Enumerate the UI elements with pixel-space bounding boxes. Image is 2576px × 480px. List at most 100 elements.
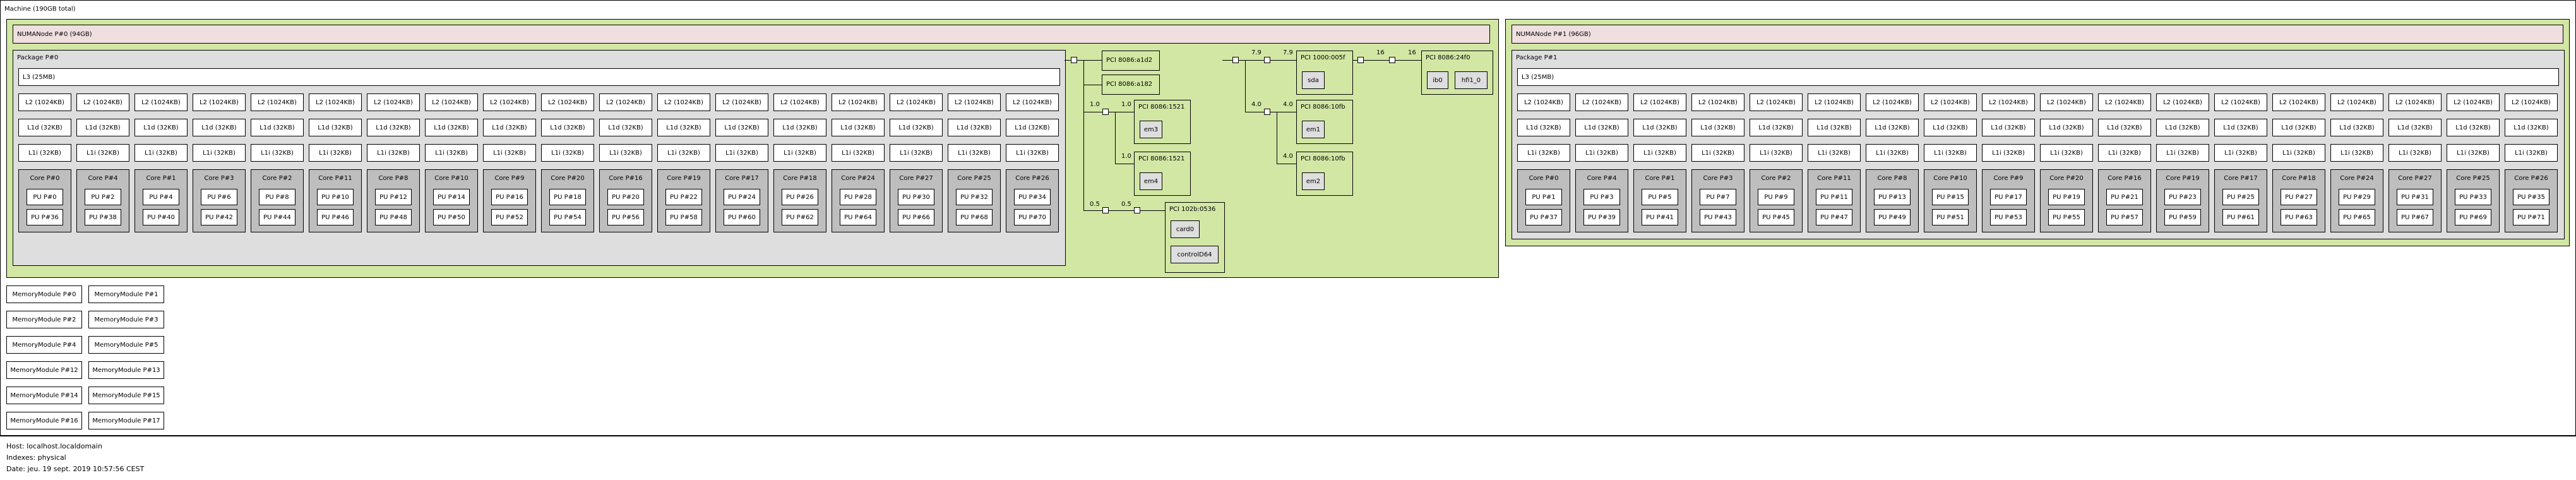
l1d-cache-label: L1d (32KB) bbox=[1933, 124, 1968, 131]
pu-label: PU P#53 bbox=[1995, 213, 2022, 221]
l1d-cache-label: L1d (32KB) bbox=[1584, 124, 1619, 131]
memory-module: MemoryModule P#3 bbox=[88, 311, 164, 328]
memory-module-label: MemoryModule P#4 bbox=[12, 341, 76, 349]
netdev-em3: em3 bbox=[1140, 121, 1162, 138]
l1d-cache-label: L1d (32KB) bbox=[2455, 124, 2491, 131]
l1d-cache-label: L1d (32KB) bbox=[492, 124, 527, 131]
pu-label: PU P#9 bbox=[1764, 193, 1788, 201]
l2-cache: L2 (1024KB) bbox=[18, 93, 71, 111]
link-speed: 1.0 bbox=[1090, 101, 1100, 108]
pu: PU P#20 bbox=[607, 189, 644, 205]
l2-cache: L2 (1024KB) bbox=[1575, 93, 1628, 111]
pu: PU P#60 bbox=[724, 209, 760, 225]
core-label: Core P#20 bbox=[2049, 175, 2084, 182]
pu-label: PU P#57 bbox=[2111, 213, 2138, 221]
l1d-cache: L1d (32KB) bbox=[1575, 119, 1628, 136]
l2-cache-label: L2 (1024KB) bbox=[606, 99, 645, 106]
l1d-cache: L1d (32KB) bbox=[18, 119, 71, 136]
l1d-cache: L1d (32KB) bbox=[2505, 119, 2558, 136]
pu: PU P#9 bbox=[1758, 189, 1794, 205]
pu-label: PU P#54 bbox=[554, 213, 581, 221]
pu: PU P#27 bbox=[2281, 189, 2317, 205]
package-1-label: Package P#1 bbox=[1516, 54, 1558, 61]
l2-cache: L2 (1024KB) bbox=[2214, 93, 2267, 111]
pu: PU P#46 bbox=[317, 209, 354, 225]
pu: PU P#45 bbox=[1758, 209, 1794, 225]
link-speed: 1.0 bbox=[1121, 153, 1131, 160]
pu: PU P#32 bbox=[956, 189, 993, 205]
pu-label: PU P#56 bbox=[612, 213, 640, 221]
l2-cache: L2 (1024KB) bbox=[425, 93, 478, 111]
pu: PU P#8 bbox=[259, 189, 295, 205]
l2-cache-label: L2 (1024KB) bbox=[1815, 99, 1854, 106]
l2-cache: L2 (1024KB) bbox=[1924, 93, 1977, 111]
memory-module: MemoryModule P#5 bbox=[88, 336, 164, 354]
memory-module: MemoryModule P#14 bbox=[6, 387, 82, 404]
l1d-cache: L1d (32KB) bbox=[2330, 119, 2383, 136]
l2-cache: L2 (1024KB) bbox=[1808, 93, 1861, 111]
l1i-cache: L1i (32KB) bbox=[483, 144, 536, 162]
l1i-cache: L1i (32KB) bbox=[1750, 144, 1803, 162]
netdev-ib0: ib0 bbox=[1427, 71, 1448, 89]
l1i-cache: L1i (32KB) bbox=[2388, 144, 2442, 162]
pu: PU P#1 bbox=[1525, 189, 1562, 205]
l1d-cache: L1d (32KB) bbox=[1633, 119, 1686, 136]
l2-cache-label: L2 (1024KB) bbox=[200, 99, 239, 106]
pu: PU P#19 bbox=[2048, 189, 2085, 205]
pu-label: PU P#15 bbox=[1936, 193, 1964, 201]
l1d-cache-label: L1d (32KB) bbox=[898, 124, 934, 131]
l2-cache-label: L2 (1024KB) bbox=[2279, 99, 2318, 106]
l2-cache-label: L2 (1024KB) bbox=[2221, 99, 2260, 106]
l1i-cache: L1i (32KB) bbox=[1982, 144, 2035, 162]
pu: PU P#66 bbox=[898, 209, 934, 225]
l1d-cache: L1d (32KB) bbox=[1924, 119, 1977, 136]
netdev-hfi1-0: hfi1_0 bbox=[1455, 71, 1488, 89]
core-label: Core P#20 bbox=[551, 175, 585, 182]
l1i-cache-label: L1i (32KB) bbox=[900, 149, 933, 157]
netdev-em1-label: em1 bbox=[1306, 126, 1321, 133]
pu: PU P#21 bbox=[2106, 189, 2143, 205]
l1i-cache: L1i (32KB) bbox=[2330, 144, 2383, 162]
l1d-cache-label: L1d (32KB) bbox=[27, 124, 63, 131]
pu: PU P#34 bbox=[1014, 189, 1051, 205]
l1i-cache: L1i (32KB) bbox=[193, 144, 246, 162]
pu-label: PU P#68 bbox=[960, 213, 988, 221]
l1d-cache: L1d (32KB) bbox=[1808, 119, 1861, 136]
pu: PU P#63 bbox=[2281, 209, 2317, 225]
core-label: Core P#11 bbox=[1817, 175, 1851, 182]
pci-link bbox=[1353, 60, 1357, 61]
pci-bridge-0a bbox=[1102, 109, 1109, 115]
memory-module-label: MemoryModule P#1 bbox=[94, 291, 158, 298]
core-label: Core P#0 bbox=[1529, 175, 1559, 182]
l1d-cache: L1d (32KB) bbox=[76, 119, 129, 136]
link-speed: 16 bbox=[1376, 49, 1385, 56]
pu-label: PU P#33 bbox=[2459, 193, 2487, 201]
core-label: Core P#26 bbox=[2514, 175, 2548, 182]
pu: PU P#10 bbox=[317, 189, 354, 205]
l1d-cache-label: L1d (32KB) bbox=[85, 124, 121, 131]
l1d-cache: L1d (32KB) bbox=[890, 119, 943, 136]
pu-label: PU P#29 bbox=[2343, 193, 2371, 201]
l1i-cache-label: L1i (32KB) bbox=[2457, 149, 2490, 157]
pu-label: PU P#43 bbox=[1704, 213, 1732, 221]
pci-8086-24f0-label: PCI 8086:24f0 bbox=[1426, 54, 1470, 61]
l1i-cache: L1i (32KB) bbox=[18, 144, 71, 162]
pu: PU P#51 bbox=[1932, 209, 1969, 225]
core-label: Core P#1 bbox=[146, 175, 176, 182]
memory-module: MemoryModule P#1 bbox=[88, 285, 164, 303]
pu: PU P#58 bbox=[665, 209, 702, 225]
pu: PU P#48 bbox=[375, 209, 412, 225]
pu: PU P#71 bbox=[2513, 209, 2549, 225]
l1i-cache: L1i (32KB) bbox=[2214, 144, 2267, 162]
pci-8086-a1d2: PCI 8086:a1d2 bbox=[1102, 51, 1160, 71]
pci-8086-a182-label: PCI 8086:a182 bbox=[1106, 81, 1153, 88]
l1i-cache: L1i (32KB) bbox=[2040, 144, 2093, 162]
pu-label: PU P#36 bbox=[31, 213, 59, 221]
core-label: Core P#1 bbox=[1645, 175, 1675, 182]
pu: PU P#24 bbox=[724, 189, 760, 205]
l2-cache-label: L2 (1024KB) bbox=[83, 99, 122, 106]
pu: PU P#39 bbox=[1583, 209, 1620, 225]
l1i-cache-label: L1i (32KB) bbox=[1992, 149, 2025, 157]
